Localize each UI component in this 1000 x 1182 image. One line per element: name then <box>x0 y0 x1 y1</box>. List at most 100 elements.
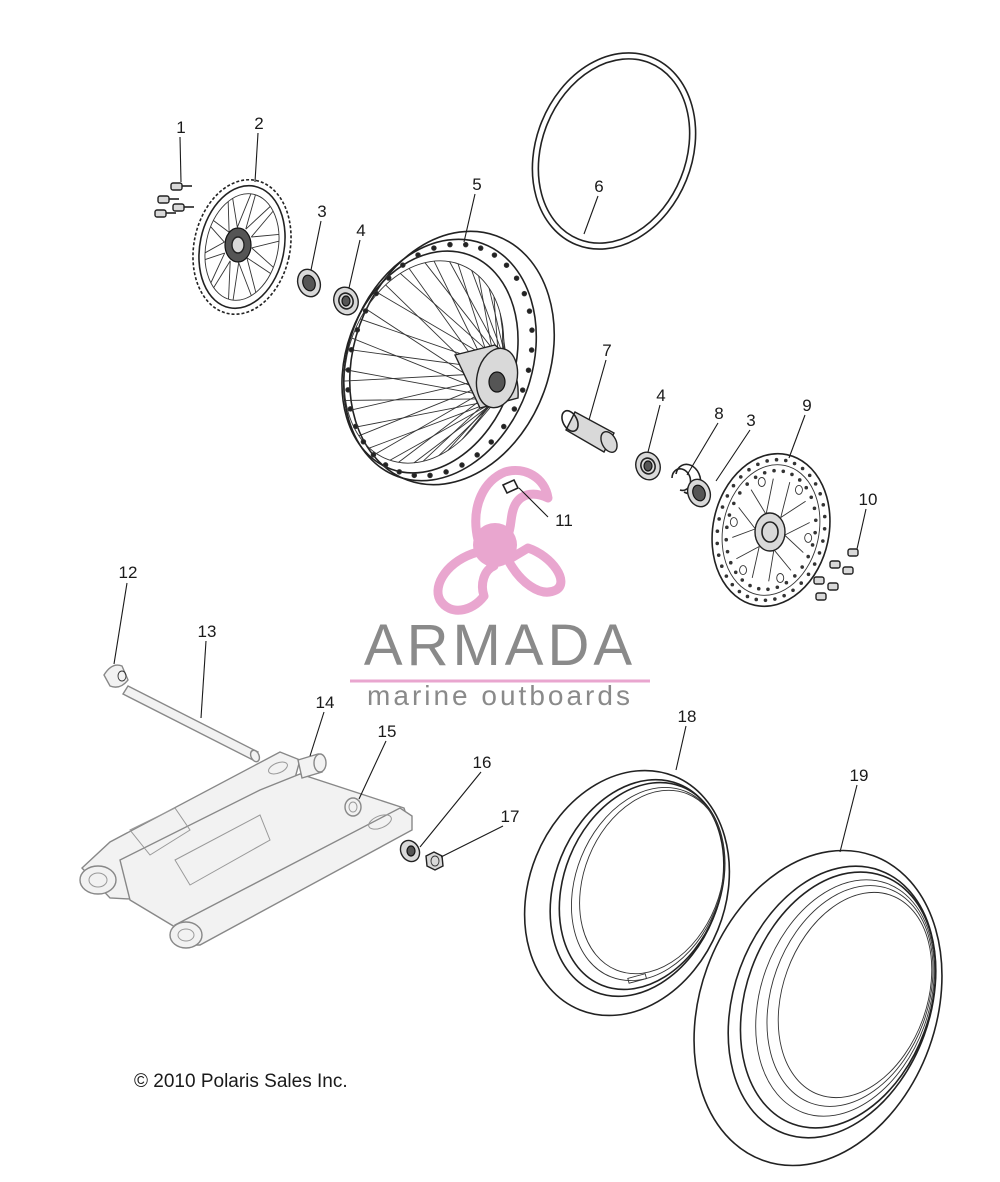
drawing-stroke <box>750 489 767 515</box>
disc-vent-hole <box>818 492 823 496</box>
callout-numbers: 1 2 3 4 5 6 7 4 8 3 9 10 11 12 13 14 15 … <box>119 114 878 826</box>
logo-title: ARMADA <box>364 613 636 678</box>
rim-band <box>531 52 697 250</box>
disc-vent-hole <box>775 585 780 590</box>
drawing-stroke <box>204 252 225 260</box>
logo-subtitle: marine outboards <box>367 680 633 711</box>
drawing-stroke <box>365 308 473 379</box>
drawing-stroke <box>245 206 271 230</box>
disc-bolts <box>813 548 859 601</box>
spoke-nipple <box>528 347 535 353</box>
disc-vent-hole <box>719 564 724 568</box>
drawing-stroke <box>344 369 474 394</box>
disc-vent-hole <box>731 483 736 488</box>
spoke-nipple <box>411 472 418 479</box>
disc-vent-hole <box>821 539 825 543</box>
spoke-nipple <box>511 406 518 412</box>
disc-vent-hole <box>756 462 760 467</box>
disc-rivet <box>739 565 748 576</box>
callout-19: 19 <box>850 766 869 785</box>
disc-rivet <box>776 573 785 583</box>
drawing-stroke <box>213 260 231 288</box>
drawing-stroke <box>251 240 280 249</box>
spoke-nipple <box>447 241 453 248</box>
disc-vent-hole <box>813 518 818 523</box>
drawing-stroke <box>457 263 488 354</box>
callout-10: 10 <box>859 490 878 509</box>
disc-vent-hole <box>804 485 809 490</box>
drawing-stroke <box>238 262 252 296</box>
disc-vent-hole <box>812 562 817 566</box>
callout-3b: 3 <box>746 411 755 430</box>
spoke-nipple <box>347 406 354 412</box>
disc-vent-hole <box>781 469 786 474</box>
disc-vent-hole <box>791 588 795 593</box>
spoke-nipple <box>385 275 392 281</box>
disc-vent-hole <box>806 554 810 559</box>
disc-vent-hole <box>774 457 779 462</box>
disc-vent-hole <box>822 514 827 519</box>
spoke-nipple <box>443 469 449 475</box>
callout-1: 1 <box>176 118 185 137</box>
drawing-stroke <box>422 403 485 462</box>
rear-axle <box>122 685 261 763</box>
drawing-stroke <box>227 201 230 233</box>
disc-vent-hole <box>730 582 735 587</box>
disc-vent-hole <box>806 572 811 577</box>
disc-vent-hole <box>733 570 738 575</box>
disc-rivet <box>794 484 803 495</box>
disc-vent-hole <box>797 478 802 482</box>
spoke-nipple <box>352 423 359 430</box>
drawing-stroke <box>389 401 494 461</box>
drawing-stroke <box>784 534 804 553</box>
disc-vent-hole <box>800 466 805 471</box>
disc-vent-hole <box>724 574 729 578</box>
seal-right <box>686 478 712 508</box>
armada-logo: ARMADA marine outboards <box>350 466 650 711</box>
disc-vent-hole <box>740 578 745 582</box>
disc-vent-hole <box>790 472 794 477</box>
spacer-tube <box>561 409 618 453</box>
disc-vent-hole <box>813 530 817 535</box>
spoke-nipple <box>519 387 526 393</box>
copyright-text: © 2010 Polaris Sales Inc. <box>134 1071 348 1092</box>
disc-vent-hole <box>727 513 732 517</box>
disc-vent-hole <box>717 517 721 521</box>
brake-disc <box>711 452 831 608</box>
disc-vent-hole <box>725 549 730 554</box>
disc-vent-hole <box>738 475 743 479</box>
drawing-stroke <box>780 500 806 518</box>
disc-vent-hole <box>812 506 817 511</box>
disc-vent-hole <box>738 491 742 495</box>
spoke-nipple <box>373 290 379 297</box>
disc-vent-hole <box>725 525 729 530</box>
drawing-stroke <box>351 337 473 387</box>
drawing-stroke <box>433 260 482 358</box>
drawing-stroke <box>784 522 810 536</box>
spoke-nipple <box>348 347 355 353</box>
disc-vent-hole <box>732 501 736 506</box>
callout-14: 14 <box>316 693 335 712</box>
drawing-stroke <box>353 402 482 428</box>
drawing-stroke <box>398 400 480 463</box>
drawing-stroke <box>210 226 225 243</box>
tire-19 <box>693 849 943 1167</box>
drawing-stroke <box>232 262 240 301</box>
disc-vent-hole <box>720 505 725 509</box>
drawing-stroke <box>250 210 274 238</box>
disc-rivet <box>757 477 766 487</box>
drawing-stroke <box>359 318 480 361</box>
drawing-stroke <box>245 194 256 230</box>
spoke-nipple <box>427 472 433 479</box>
drawing-stroke <box>768 549 775 582</box>
axle-nut <box>425 851 444 871</box>
disc-vent-hole <box>748 583 752 588</box>
disc-vent-hole <box>822 526 827 531</box>
disc-vent-hole <box>784 580 789 585</box>
callout-17: 17 <box>501 807 520 826</box>
spacer <box>344 797 362 817</box>
disc-vent-hole <box>745 482 749 486</box>
drawing-stroke <box>447 403 491 451</box>
spoke-nipple <box>431 245 437 251</box>
drawing-stroke <box>345 398 478 401</box>
